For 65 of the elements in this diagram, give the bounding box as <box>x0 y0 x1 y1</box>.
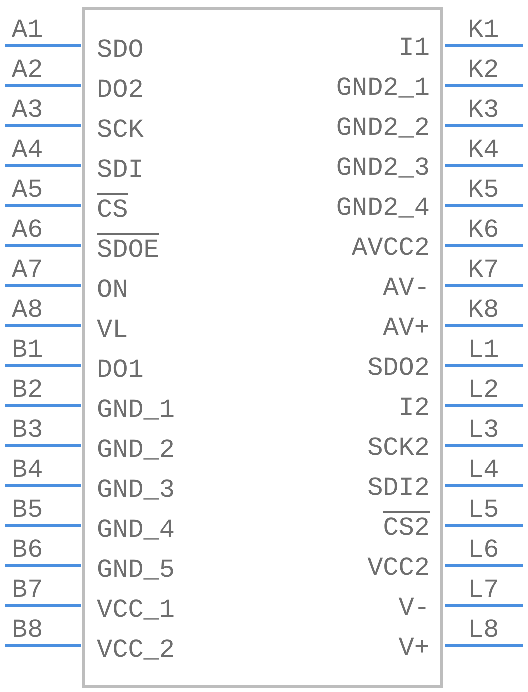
pin-number: L7 <box>468 577 500 603</box>
pin-number: A6 <box>12 217 44 243</box>
pin-number: K8 <box>468 297 500 323</box>
pin-name: SDOE <box>97 237 160 263</box>
pin-number: A1 <box>12 17 44 43</box>
pin-number: K1 <box>468 17 500 43</box>
pin-number: L6 <box>468 537 500 563</box>
pin-name: SCK <box>97 117 144 143</box>
pin-name: GND_5 <box>97 557 176 583</box>
pin-number: K2 <box>468 57 500 83</box>
pin-name: VCC_1 <box>97 597 176 623</box>
pin-number: B7 <box>12 577 44 603</box>
pin-name: DO2 <box>97 77 144 103</box>
pin-name: SDO2 <box>368 355 430 381</box>
ic-body <box>82 8 444 688</box>
pin-number: B1 <box>12 337 44 363</box>
pin-number: L3 <box>468 417 500 443</box>
pin-number: B3 <box>12 417 44 443</box>
pin-name: I2 <box>398 395 430 421</box>
pin-number: B4 <box>12 457 44 483</box>
pin-name: AV- <box>383 275 430 301</box>
pin-name: GND_1 <box>97 397 176 423</box>
pin-number: K5 <box>468 177 500 203</box>
pin-number: K7 <box>468 257 500 283</box>
pin-name: GND2_3 <box>336 155 430 181</box>
pin-number: A2 <box>12 57 44 83</box>
pin-number: B8 <box>12 617 44 643</box>
pin-number: L4 <box>468 457 500 483</box>
pin-number: K3 <box>468 97 500 123</box>
pin-name: ON <box>97 277 128 303</box>
pin-name: GND2_4 <box>336 195 430 221</box>
pin-name: I1 <box>398 35 430 61</box>
pin-number: B5 <box>12 497 44 523</box>
pin-number: L5 <box>468 497 500 523</box>
pin-name: GND2_1 <box>336 75 430 101</box>
pin-number: L8 <box>468 617 500 643</box>
pin-name: AV+ <box>383 315 430 341</box>
pin-number: B2 <box>12 377 44 403</box>
pin-number: L2 <box>468 377 500 403</box>
pin-name: SDI <box>97 157 144 183</box>
pin-name: SCK2 <box>368 435 430 461</box>
pin-name: GND_4 <box>97 517 176 543</box>
pin-name: GND2_2 <box>336 115 430 141</box>
pin-name: CS <box>97 197 128 223</box>
pin-name: VCC_2 <box>97 637 176 663</box>
pin-name: SDO <box>97 37 144 63</box>
pin-name: GND_2 <box>97 437 176 463</box>
pin-name: V+ <box>398 635 430 661</box>
pin-number: B6 <box>12 537 44 563</box>
pin-name: SDI2 <box>368 475 430 501</box>
pin-name: VL <box>97 317 128 343</box>
pin-name: V- <box>398 595 430 621</box>
pin-number: K6 <box>468 217 500 243</box>
pin-number: K4 <box>468 137 500 163</box>
pin-number: A4 <box>12 137 44 163</box>
pin-number: A7 <box>12 257 44 283</box>
pin-number: A3 <box>12 97 44 123</box>
pin-name: DO1 <box>97 357 144 383</box>
pin-name: AVCC2 <box>352 235 430 261</box>
pin-number: A8 <box>12 297 44 323</box>
pin-number: L1 <box>468 337 500 363</box>
pin-name: GND_3 <box>97 477 176 503</box>
pin-number: A5 <box>12 177 44 203</box>
pin-name: VCC2 <box>368 555 430 581</box>
pin-name: CS2 <box>383 515 430 541</box>
